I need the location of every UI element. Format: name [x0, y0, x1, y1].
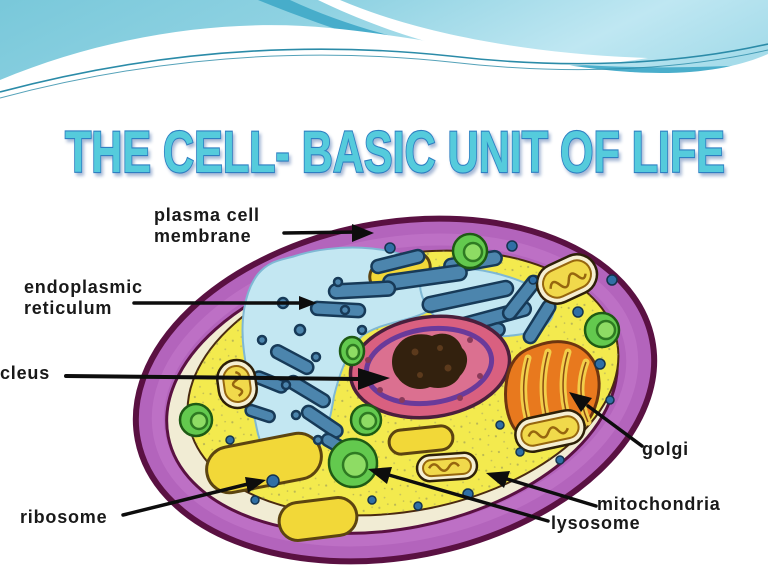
label-golgi: golgi: [642, 439, 689, 459]
lysosome-group: [178, 232, 621, 489]
nucleolus-shape: [392, 333, 468, 389]
pointer-golgi: [569, 392, 644, 448]
pointer-mitochondria: [486, 471, 598, 508]
banner-white-wave: [0, 25, 768, 132]
banner-thin-line-2: [0, 49, 768, 99]
label-nucleus: cleus: [0, 363, 51, 383]
pointer-ribosome: [121, 477, 266, 517]
banner-blue-band: [258, 0, 768, 93]
label-ribosome: ribosome: [20, 507, 108, 527]
label-plasma-cell-membrane: plasma cell membrane: [154, 205, 260, 246]
label-lysosome: lysosome: [551, 513, 641, 533]
header-wave-graphic: [0, 0, 768, 132]
pointer-plasma-membrane: [282, 224, 374, 242]
page-title: THE CELL- BASIC UNIT OF LIFE: [64, 119, 726, 186]
pointer-lysosome: [368, 467, 550, 523]
ribosome-dots: [225, 240, 618, 511]
nucleus-shape: [348, 314, 512, 420]
mitochondria-group: [216, 253, 599, 483]
page-title-text: THE CELL- BASIC UNIT OF LIFE: [65, 120, 725, 185]
label-endoplasmic-reticulum: endoplasmic reticulum: [24, 277, 143, 318]
banner-thin-line-1: [0, 43, 768, 93]
label-pointers: [64, 224, 644, 523]
pointer-nucleus: [64, 368, 390, 390]
label-mitochondria: mitochondria: [597, 494, 721, 514]
pointer-endoplasmic-reticulum: [132, 296, 317, 310]
